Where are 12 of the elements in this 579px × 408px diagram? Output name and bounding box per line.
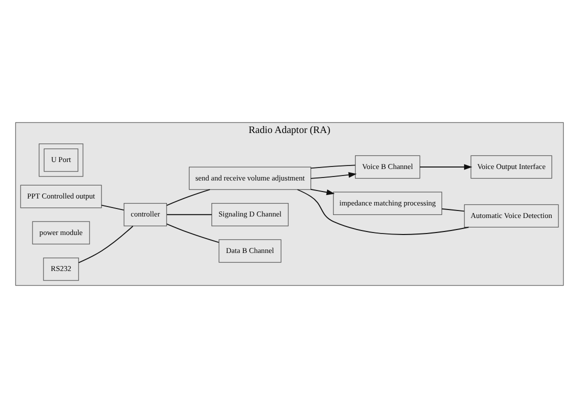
connector [166,223,220,243]
arrow [310,188,335,196]
connector [78,226,134,264]
arrow [419,164,472,170]
connector [296,189,470,235]
connector [441,208,465,212]
arrow [310,172,357,179]
connector [310,164,356,169]
cluster [38,144,84,177]
connector [166,189,210,206]
connector [166,214,212,216]
connector [101,204,124,211]
